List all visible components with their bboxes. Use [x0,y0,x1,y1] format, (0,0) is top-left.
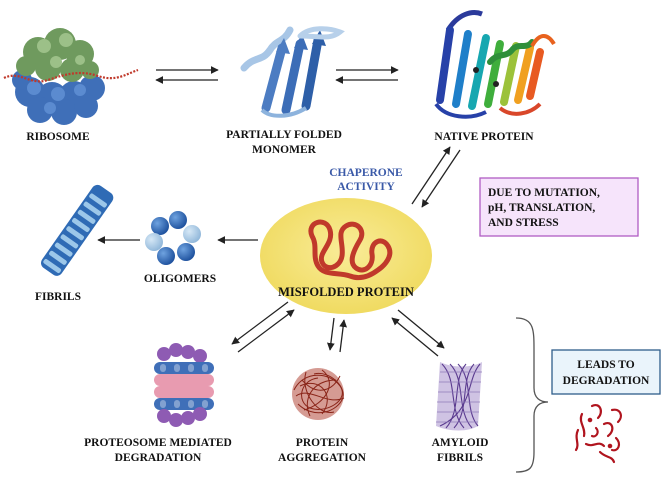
degradation-box-line2: DEGRADATION [563,375,650,387]
misfolded-protein-label: MISFOLDED PROTEIN [278,285,414,299]
ribosome-illustration [3,28,139,125]
cause-box-line2: pH, TRANSLATION, [488,202,595,214]
fibrils-label: FIBRILS [35,291,81,303]
amyloid-fibrils-illustration [436,362,482,431]
proteosome-label-line1: PROTEOSOME MEDIATED [84,437,232,449]
chaperone-activity-label-line1: CHAPERONE [329,167,403,179]
amyloid-label-line2: FIBRILS [437,452,483,464]
grouping-brace [515,317,549,473]
arrow-monomer-native [335,66,399,84]
chaperone-activity-label-line2: ACTIVITY [337,181,395,193]
partially-folded-label-line2: MONOMER [252,144,317,156]
arrow-ribosome-monomer [155,66,219,84]
arrow-native-misfolded [411,146,461,208]
oligomers-illustration [145,211,201,265]
misfolded-protein-node: MISFOLDED PROTEIN [260,198,432,314]
cause-box-line3: AND STRESS [488,217,559,229]
aggregation-label-line2: AGGREGATION [278,452,367,464]
ribosome-label: RIBOSOME [26,131,90,143]
amyloid-label-line1: AMYLOID [432,437,489,449]
arrow-misfolded-amyloid [391,309,445,357]
degraded-fragments-illustration [574,404,622,464]
arrow-misfolded-proteosome [231,301,295,353]
native-protein-illustration [434,10,556,119]
cause-box: DUE TO MUTATION, pH, TRANSLATION, AND ST… [479,177,639,237]
proteosome-illustration [154,343,214,427]
degradation-box: LEADS TO DEGRADATION [551,349,661,395]
aggregation-label-line1: PROTEIN [296,437,349,449]
degradation-box-line1: LEADS TO [577,359,634,371]
proteosome-label-line2: DEGRADATION [115,452,202,464]
misfolded-strand [308,219,393,281]
partially-folded-label-line1: PARTIALLY FOLDED [226,129,342,141]
arrow-misfolded-aggregation [327,317,347,353]
native-protein-label: NATIVE PROTEIN [434,131,534,143]
fibrils-illustration [40,184,114,276]
protein-aggregation-illustration [292,368,345,420]
cause-box-line1: DUE TO MUTATION, [488,187,600,199]
oligomers-label: OLIGOMERS [144,273,216,285]
partially-folded-monomer-illustration [240,26,345,118]
